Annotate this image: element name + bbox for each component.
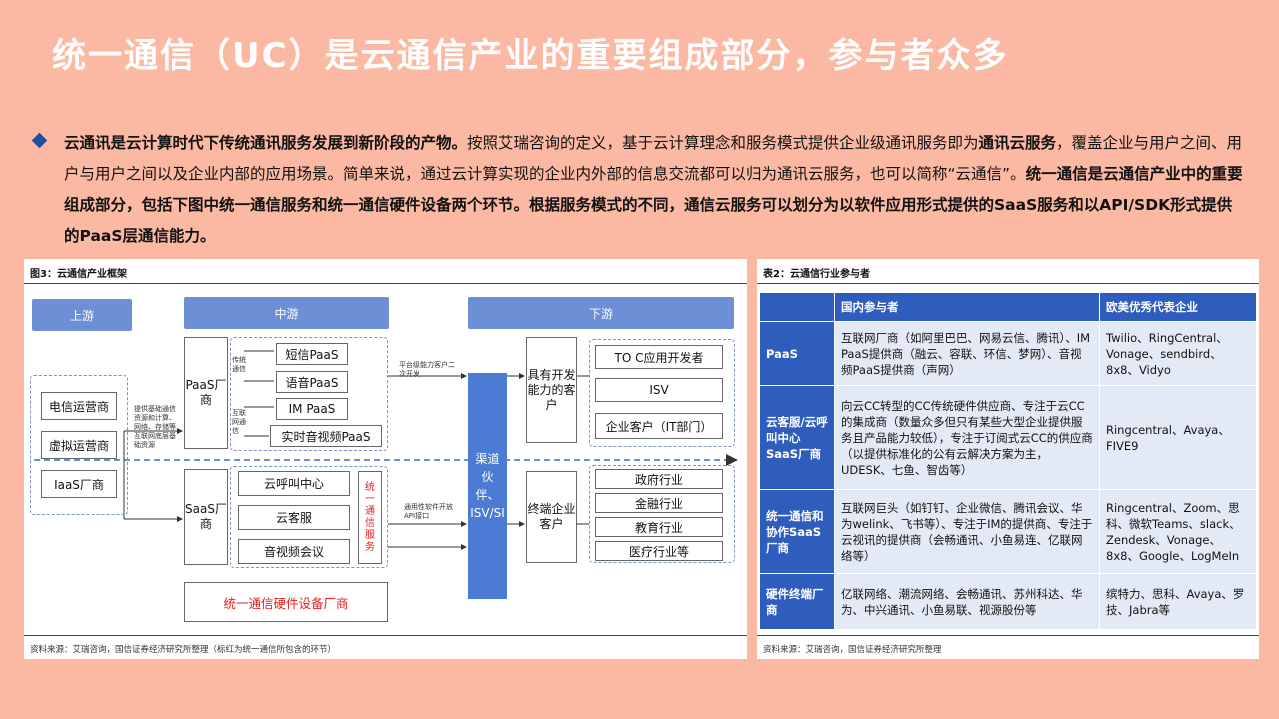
upstream-note: 提供基础通信资源和计算、网络、存储等互联网底层基础资源 bbox=[134, 405, 176, 449]
paas-item: 短信PaaS bbox=[276, 343, 348, 365]
page-title: 统一通信（UC）是云通信产业的重要组成部分，参与者众多 bbox=[52, 36, 1009, 76]
table-caption: 表2：云通信行业参与者 bbox=[763, 269, 870, 280]
downstream-header: 下游 bbox=[468, 297, 734, 329]
figure-top-rule bbox=[24, 283, 747, 284]
row-category: 硬件终端厂商 bbox=[759, 573, 835, 630]
paas-item: 实时音视频PaaS bbox=[270, 425, 382, 447]
table-source: 资料来源：艾瑞咨询，国信证券经济研究所整理 bbox=[763, 645, 942, 655]
diagram-connectors bbox=[34, 350, 738, 550]
table-row: 硬件终端厂商 亿联网络、潮流网络、会畅通讯、苏州科达、华为、中兴通讯、小鱼易联、… bbox=[759, 573, 1257, 630]
upstream-group bbox=[30, 375, 128, 515]
channel-partner-box: 渠道伙伴、ISV/SI bbox=[468, 373, 507, 599]
row-foreign: Ringcentral、Avaya、FIVE9 bbox=[1099, 385, 1257, 490]
uc-hardware-box: 统一通信硬件设备厂商 bbox=[184, 582, 388, 622]
end-customer-group bbox=[589, 465, 735, 563]
table-row: 云客服/云呼叫中心SaaS厂商 向云CC转型的CC传统硬件供应商、专注于云CC的… bbox=[759, 385, 1257, 490]
end-customer-box: 终端企业客户 bbox=[526, 471, 577, 563]
row-category: 统一通信和协作SaaS厂商 bbox=[759, 489, 835, 574]
traditional-comm-label: 传统通信 bbox=[232, 356, 246, 373]
virtual-operator-box: 虚拟运营商 bbox=[41, 431, 117, 459]
developer-item: 企业客户（IT部门） bbox=[595, 413, 723, 439]
table-header-cell bbox=[759, 292, 835, 322]
row-domestic: 互联网巨头（如钉钉、企业微信、腾讯会议、华为welink、飞书等）、专注于IM的… bbox=[834, 489, 1100, 574]
upstream-header: 上游 bbox=[32, 299, 132, 331]
paragraph-text-2: ，覆盖企业与用户之间、用户与用户之间以及企业内部的应用场景。简单来说，通过云计算… bbox=[64, 134, 1243, 183]
saas-item: 音视频会议 bbox=[238, 539, 350, 564]
intro-paragraph: 云通讯是云计算时代下传统通讯服务发展到新阶段的产物。按照艾瑞咨询的定义，基于云计… bbox=[31, 128, 1244, 252]
industry-item: 金融行业 bbox=[595, 493, 723, 513]
participants-table-panel: 表2：云通信行业参与者 国内参与者 欧美优秀代表企业 PaaS 互联网厂商（如阿… bbox=[757, 259, 1259, 659]
industry-item: 政府行业 bbox=[595, 469, 723, 489]
figure-bottom-rule bbox=[24, 635, 747, 636]
paas-item: 语音PaaS bbox=[276, 371, 348, 393]
midstream-header: 中游 bbox=[184, 297, 389, 329]
telecom-operator-box: 电信运营商 bbox=[41, 392, 117, 420]
row-foreign: Ringcentral、Zoom、思科、微软Teams、slack、Zendes… bbox=[1099, 489, 1257, 574]
participants-table: 国内参与者 欧美优秀代表企业 PaaS 互联网厂商（如阿里巴巴、网易云信、腾讯）… bbox=[759, 292, 1257, 630]
table-header-cell: 国内参与者 bbox=[834, 292, 1100, 322]
internet-comm-label: 互联网通信 bbox=[232, 409, 246, 435]
figure-source: 资料来源：艾瑞咨询，国信证券经济研究所整理（标红为统一通信所包含的环节） bbox=[30, 645, 337, 655]
generic-api-note: 通用性软件开放API接口 bbox=[404, 503, 453, 520]
paas-vendor-box: PaaS厂商 bbox=[184, 337, 228, 449]
uc-service-box: 统一通信服务 bbox=[358, 471, 382, 564]
industry-item: 医疗行业等 bbox=[595, 541, 723, 561]
table-header-row: 国内参与者 欧美优秀代表企业 bbox=[759, 292, 1257, 322]
industry-item: 教育行业 bbox=[595, 517, 723, 537]
developer-item: TO C应用开发者 bbox=[595, 345, 723, 369]
row-foreign: Twilio、RingCentral、Vonage、sendbird、8x8、V… bbox=[1099, 321, 1257, 386]
diamond-bullet-icon bbox=[31, 132, 48, 149]
platform-note: 平台级能力客户二次开发 bbox=[399, 361, 455, 378]
table-top-rule bbox=[757, 283, 1259, 284]
table-bottom-rule bbox=[757, 635, 1259, 636]
industry-framework-figure: 图3：云通信产业框架 上游 中游 下游 电信运营商 虚拟运营商 IaaS厂商 提… bbox=[24, 259, 747, 659]
row-foreign: 缤特力、思科、Avaya、罗技、Jabra等 bbox=[1099, 573, 1257, 630]
paas-item: IM PaaS bbox=[276, 398, 348, 420]
developer-item: ISV bbox=[595, 378, 723, 402]
saas-item: 云客服 bbox=[238, 505, 350, 530]
row-domestic: 互联网厂商（如阿里巴巴、网易云信、腾讯）、IM PaaS提供商（融云、容联、环信… bbox=[834, 321, 1100, 386]
paas-group bbox=[230, 337, 388, 451]
table-header-cell: 欧美优秀代表企业 bbox=[1099, 292, 1257, 322]
saas-vendor-box: SaaS厂商 bbox=[184, 469, 228, 565]
developer-group bbox=[589, 339, 735, 447]
saas-item: 云呼叫中心 bbox=[238, 471, 350, 496]
row-domestic: 亿联网络、潮流网络、会畅通讯、苏州科达、华为、中兴通讯、小鱼易联、视源股份等 bbox=[834, 573, 1100, 630]
table-row: PaaS 互联网厂商（如阿里巴巴、网易云信、腾讯）、IM PaaS提供商（融云、… bbox=[759, 321, 1257, 386]
row-domestic: 向云CC转型的CC传统硬件供应商、专注于云CC的集成商（数量众多但只有某些大型企… bbox=[834, 385, 1100, 490]
iaas-vendor-box: IaaS厂商 bbox=[41, 470, 117, 498]
bold-lead: 云通讯是云计算时代下传统通讯服务发展到新阶段的产物。 bbox=[64, 134, 468, 152]
bold-conclusion: 统一通信是云通信产业中的重要组成部分，包括下图中统一通信服务和统一通信硬件设备两… bbox=[64, 165, 1243, 245]
row-category: PaaS bbox=[759, 321, 835, 386]
saas-group bbox=[230, 466, 388, 568]
developer-customer-box: 具有开发能力的客户 bbox=[526, 337, 577, 443]
figure-caption: 图3：云通信产业框架 bbox=[30, 269, 127, 280]
bold-term: 通讯云服务 bbox=[978, 134, 1057, 152]
row-category: 云客服/云呼叫中心SaaS厂商 bbox=[759, 385, 835, 490]
paragraph-text-1: 按照艾瑞咨询的定义，基于云计算理念和服务模式提供企业级通讯服务即为 bbox=[467, 134, 979, 152]
table-row: 统一通信和协作SaaS厂商 互联网巨头（如钉钉、企业微信、腾讯会议、华为weli… bbox=[759, 489, 1257, 574]
